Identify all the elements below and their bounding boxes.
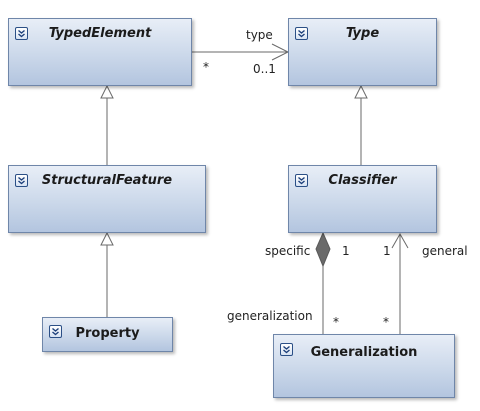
generalization-arrowhead-type — [354, 84, 368, 99]
generalization-role-label: generalization — [227, 309, 313, 323]
specific-role-label: specific — [265, 244, 311, 258]
expand-chevron-icon[interactable] — [15, 174, 28, 187]
generalization-arrowhead-structuralfeature — [100, 231, 114, 246]
class-name: Type — [345, 26, 380, 41]
expand-chevron-icon[interactable] — [49, 325, 62, 338]
class-property[interactable]: Property — [42, 317, 173, 352]
class-typedelement[interactable]: TypedElement — [8, 18, 192, 86]
generalization-end-multiplicity: * — [333, 315, 339, 329]
general-multiplicity: 1 — [383, 244, 391, 258]
type-role-label: type — [246, 28, 273, 42]
expand-chevron-icon[interactable] — [295, 27, 308, 40]
composition-diamond — [315, 231, 331, 268]
generalization-arrowhead-typedelement — [100, 84, 114, 99]
class-name: StructuralFeature — [41, 173, 173, 188]
expand-chevron-icon[interactable] — [15, 27, 28, 40]
class-name: Classifier — [328, 173, 397, 188]
expand-chevron-icon[interactable] — [280, 343, 293, 356]
type-target-multiplicity: 0..1 — [253, 62, 276, 76]
class-name: Generalization — [310, 345, 418, 360]
class-name: Property — [75, 326, 140, 341]
general-role-label: general — [422, 244, 468, 258]
general-association-arrowhead — [391, 232, 409, 249]
general-end-multiplicity: * — [383, 315, 389, 329]
specific-multiplicity: 1 — [342, 244, 350, 258]
expand-chevron-icon[interactable] — [295, 174, 308, 187]
class-type[interactable]: Type — [288, 18, 437, 86]
class-name: TypedElement — [48, 26, 152, 41]
type-source-multiplicity: * — [203, 60, 209, 74]
class-structuralfeature[interactable]: StructuralFeature — [8, 165, 206, 233]
class-classifier[interactable]: Classifier — [288, 165, 437, 233]
class-generalization[interactable]: Generalization — [273, 334, 455, 398]
